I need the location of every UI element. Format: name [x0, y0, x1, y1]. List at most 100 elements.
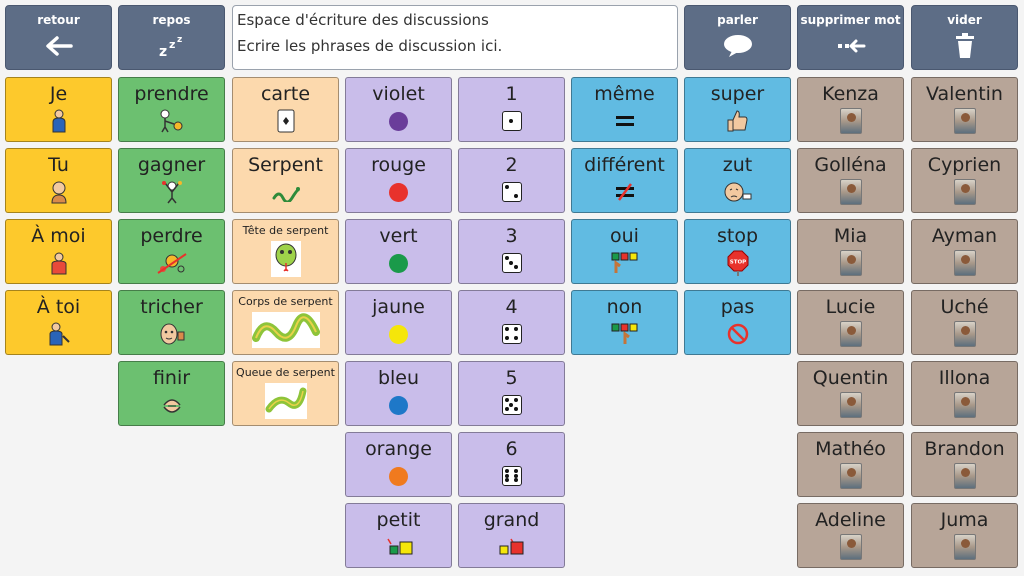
person-ayman[interactable]: Ayman: [911, 219, 1018, 284]
svg-text:z: z: [177, 35, 182, 45]
clear-label: vider: [947, 13, 982, 27]
color-vert[interactable]: vert: [345, 219, 452, 284]
person-uche[interactable]: Uché: [911, 290, 1018, 355]
item-serpent[interactable]: Serpent: [232, 148, 339, 213]
die-one-icon: [501, 111, 522, 131]
item-snake-head[interactable]: Tête de serpent: [232, 219, 339, 284]
playing-card-icon: [233, 105, 338, 141]
photo-wrap: [912, 105, 1017, 141]
number-2[interactable]: 2: [458, 148, 565, 213]
verb-finir[interactable]: finir: [118, 361, 225, 426]
speak-button[interactable]: parler: [684, 5, 791, 70]
person-photo-icon: [953, 321, 976, 347]
delete-word-button[interactable]: supprimer mot: [797, 5, 904, 70]
color-label: vert: [379, 225, 418, 247]
person-self-icon: [6, 105, 111, 141]
yes-choice-icon: [572, 247, 677, 283]
clear-button[interactable]: vider: [911, 5, 1018, 70]
back-button[interactable]: retour: [5, 5, 112, 70]
die-wrap: [459, 460, 564, 496]
verb-perdre[interactable]: perdre: [118, 219, 225, 284]
color-label: violet: [372, 83, 425, 105]
verb-prendre[interactable]: prendre: [118, 77, 225, 142]
word-label: différent: [584, 154, 665, 176]
person-illona[interactable]: Illona: [911, 361, 1018, 426]
word-label: non: [606, 296, 643, 318]
person-matheo[interactable]: Mathéo: [797, 432, 904, 497]
person-quentin[interactable]: Quentin: [797, 361, 904, 426]
pronoun-a-moi[interactable]: À moi: [5, 219, 112, 284]
green-dot-icon: [389, 253, 408, 273]
color-bleu[interactable]: bleu: [345, 361, 452, 426]
word-label: zut: [722, 154, 753, 176]
number-3[interactable]: 3: [458, 219, 565, 284]
word-label: super: [710, 83, 765, 105]
word-label: même: [594, 83, 655, 105]
number-6[interactable]: 6: [458, 432, 565, 497]
number-label: 6: [505, 438, 518, 460]
photo-wrap: [912, 247, 1017, 283]
person-adeline[interactable]: Adeline: [797, 503, 904, 568]
word-oui[interactable]: oui: [571, 219, 678, 284]
item-snake-tail[interactable]: Queue de serpent: [232, 361, 339, 426]
message-area[interactable]: Espace d'écriture des discussions Ecrire…: [232, 5, 678, 70]
person-brandon[interactable]: Brandon: [911, 432, 1018, 497]
word-zut[interactable]: zut: [684, 148, 791, 213]
word-non[interactable]: non: [571, 290, 678, 355]
color-label: jaune: [372, 296, 425, 318]
person-cyprien[interactable]: Cyprien: [911, 148, 1018, 213]
word-meme[interactable]: même: [571, 77, 678, 142]
pronoun-tu[interactable]: Tu: [5, 148, 112, 213]
big-squares-icon: [459, 531, 564, 567]
size-petit[interactable]: petit: [345, 503, 452, 568]
violet-dot-icon: [389, 111, 408, 131]
no-choice-icon: [572, 318, 677, 354]
word-pas[interactable]: pas: [684, 290, 791, 355]
person-juma[interactable]: Juma: [911, 503, 1018, 568]
message-title: Espace d'écriture des discussions: [237, 11, 489, 29]
speak-label: parler: [717, 13, 758, 27]
die-wrap: [459, 247, 564, 283]
word-label: stop: [716, 225, 759, 247]
verb-tricher[interactable]: tricher: [118, 290, 225, 355]
verb-gagner[interactable]: gagner: [118, 148, 225, 213]
word-super[interactable]: super: [684, 77, 791, 142]
photo-wrap: [798, 318, 903, 354]
person-valentin[interactable]: Valentin: [911, 77, 1018, 142]
number-5[interactable]: 5: [458, 361, 565, 426]
photo-wrap: [798, 389, 903, 425]
size-grand[interactable]: grand: [458, 503, 565, 568]
photo-wrap: [912, 460, 1017, 496]
word-stop[interactable]: stop STOP: [684, 219, 791, 284]
number-label: 2: [505, 154, 518, 176]
color-dot-wrap: [346, 460, 451, 496]
item-carte[interactable]: carte: [232, 77, 339, 142]
person-gollena[interactable]: Golléna: [797, 148, 904, 213]
number-1[interactable]: 1: [458, 77, 565, 142]
delete-word-label: supprimer mot: [800, 13, 901, 27]
orange-dot-icon: [389, 466, 408, 486]
person-name: Lucie: [825, 296, 876, 318]
person-name: Mia: [833, 225, 868, 247]
not-equal-icon: [572, 176, 677, 212]
person-name: Valentin: [926, 83, 1003, 105]
pronoun-je[interactable]: Je: [5, 77, 112, 142]
person-photo-icon: [839, 321, 862, 347]
person-kenza[interactable]: Kenza: [797, 77, 904, 142]
number-4[interactable]: 4: [458, 290, 565, 355]
finish-icon: [119, 389, 224, 425]
color-dot-wrap: [346, 105, 451, 141]
color-rouge[interactable]: rouge: [345, 148, 452, 213]
svg-text:z: z: [159, 44, 167, 58]
person-mia[interactable]: Mia: [797, 219, 904, 284]
item-snake-body[interactable]: Corps de serpent: [232, 290, 339, 355]
pronoun-a-toi[interactable]: À toi: [5, 290, 112, 355]
color-violet[interactable]: violet: [345, 77, 452, 142]
color-jaune[interactable]: jaune: [345, 290, 452, 355]
person-lucie[interactable]: Lucie: [797, 290, 904, 355]
color-orange[interactable]: orange: [345, 432, 452, 497]
word-label: pas: [720, 296, 755, 318]
word-different[interactable]: différent: [571, 148, 678, 213]
verb-label: perdre: [140, 225, 203, 247]
